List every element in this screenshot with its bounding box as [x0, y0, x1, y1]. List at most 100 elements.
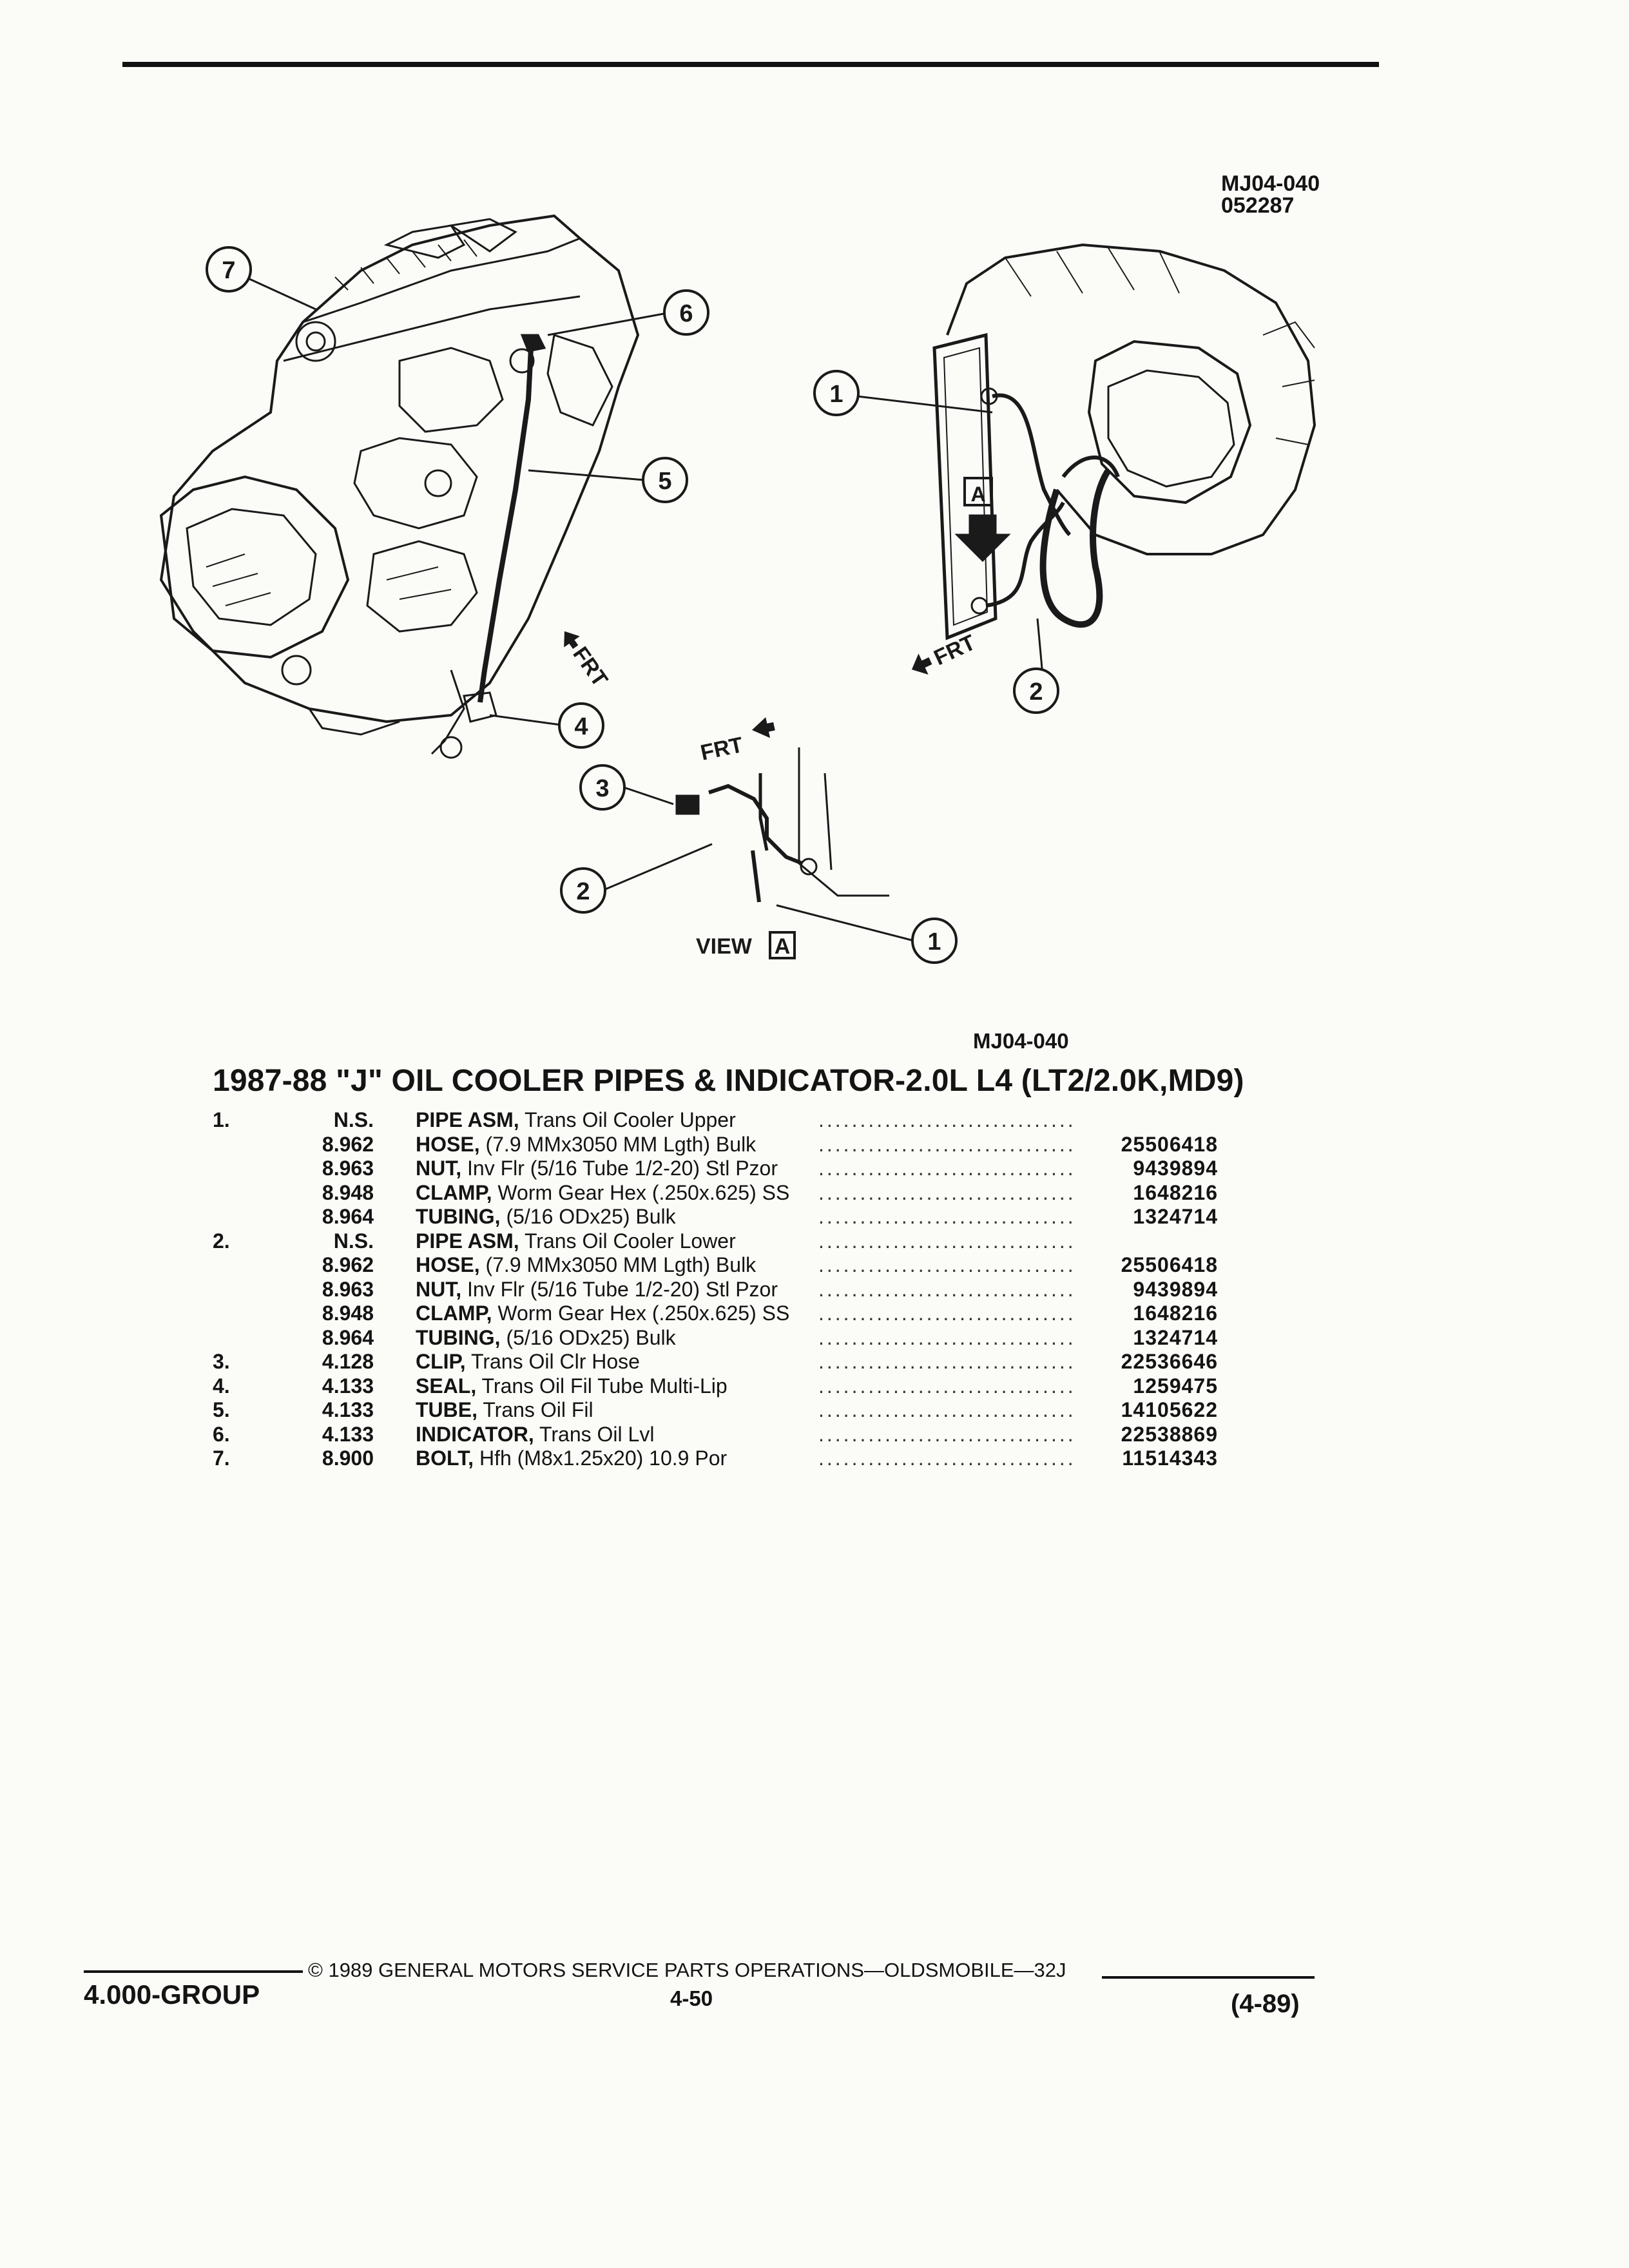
part-name: TUBING,	[416, 1205, 501, 1228]
figure-id-block: MJ04-040 052287	[1221, 173, 1320, 216]
part-name: PIPE ASM,	[416, 1108, 519, 1131]
part-detail: Inv Flr (5/16 Tube 1/2-20) Stl Pzor	[461, 1277, 778, 1301]
part-description: TUBING, (5/16 ODx25) Bulk	[416, 1326, 676, 1350]
part-name: TUBE,	[416, 1398, 477, 1421]
leader-dots: ........................................…	[818, 1205, 1076, 1228]
part-description: SEAL, Trans Oil Fil Tube Multi-Lip	[416, 1374, 728, 1398]
view-letter: A	[775, 934, 791, 959]
part-name: SEAL,	[416, 1374, 477, 1398]
item-number: 3.	[213, 1350, 230, 1373]
part-detail: Inv Flr (5/16 Tube 1/2-20) Stl Pzor	[461, 1157, 778, 1180]
callout-1-view-circle	[911, 918, 958, 964]
part-number: 25506418	[1121, 1132, 1218, 1156]
view-label: VIEW	[696, 934, 753, 959]
part-number: 1324714	[1133, 1325, 1218, 1349]
engine-illustration	[159, 214, 640, 759]
transmission-illustration	[932, 243, 1316, 640]
group-number: 8.962	[322, 1253, 374, 1276]
frt-arrow-icon	[911, 653, 932, 675]
part-number: 1648216	[1133, 1302, 1218, 1325]
parts-list: 1.N.S.PIPE ASM, Trans Oil Cooler Upper..…	[213, 1108, 1218, 1471]
frt-arrow-icon	[564, 631, 580, 649]
footer-rule-right	[1102, 1976, 1315, 1979]
part-name: CLAMP,	[416, 1302, 492, 1325]
leader-dots: ........................................…	[818, 1253, 1076, 1276]
parts-row: 8.948 CLAMP, Worm Gear Hex (.250x.625) SS…	[213, 1181, 1218, 1206]
group-number: 4.133	[322, 1422, 374, 1446]
part-number: 1648216	[1133, 1180, 1218, 1204]
callout-5-circle	[642, 457, 688, 503]
group-number: 8.963	[322, 1277, 374, 1301]
part-description: CLAMP, Worm Gear Hex (.250x.625) SS	[416, 1302, 789, 1325]
part-description: CLAMP, Worm Gear Hex (.250x.625) SS	[416, 1181, 789, 1205]
parts-row: 8.963 NUT, Inv Flr (5/16 Tube 1/2-20) Stl…	[213, 1157, 1218, 1181]
leader-dots: ........................................…	[818, 1325, 1076, 1349]
item-number: 7.	[213, 1446, 230, 1470]
group-number: 8.948	[322, 1180, 374, 1204]
part-description: HOSE, (7.9 MMx3050 MM Lgth) Bulk	[416, 1253, 756, 1277]
part-number: 9439894	[1133, 1277, 1218, 1301]
callout-1-view: 1	[927, 928, 941, 956]
part-detail: Hfh (M8x1.25x20) 10.9 Por	[474, 1446, 728, 1470]
callout-1-trans: 1	[829, 381, 843, 408]
group-number: N.S.	[333, 1108, 374, 1131]
leader-dots: ........................................…	[818, 1229, 1076, 1253]
frt-label-view: FRT	[699, 733, 746, 765]
figure-id-bottom: MJ04-040	[973, 1029, 1069, 1053]
footer-date: (4-89)	[1231, 1990, 1300, 2018]
part-name: HOSE,	[416, 1132, 480, 1156]
part-detail: Trans Oil Clr Hose	[465, 1350, 640, 1373]
parts-row: 1.N.S.PIPE ASM, Trans Oil Cooler Upper..…	[213, 1108, 1218, 1133]
part-name: HOSE,	[416, 1253, 480, 1276]
callout-7: 7	[222, 257, 235, 284]
part-number: 22536646	[1121, 1350, 1218, 1373]
group-number: 8.948	[322, 1302, 374, 1325]
group-number: 8.962	[322, 1132, 374, 1156]
part-description: BOLT, Hfh (M8x1.25x20) 10.9 Por	[416, 1446, 727, 1470]
group-number: 4.128	[322, 1350, 374, 1373]
oil-cooler-diagram: 7 6 5 4 3 2 1 1 2 FRT FRT FRT VIEW A A	[159, 214, 1316, 964]
leader-dots: ........................................…	[818, 1422, 1076, 1446]
leader-dots: ........................................…	[818, 1132, 1076, 1156]
callout-5: 5	[658, 468, 671, 495]
leader-dots: ........................................…	[818, 1374, 1076, 1398]
footer-rule-left	[84, 1970, 303, 1973]
top-rule	[122, 62, 1379, 67]
group-number: N.S.	[333, 1229, 374, 1253]
part-name: CLAMP,	[416, 1180, 492, 1204]
part-number: 1259475	[1133, 1374, 1218, 1398]
view-a-detail	[675, 747, 889, 903]
part-number: 14105622	[1121, 1398, 1218, 1421]
part-description: PIPE ASM, Trans Oil Cooler Upper	[416, 1108, 736, 1132]
figure-date: 052287	[1221, 193, 1295, 218]
part-detail: Trans Oil Fil	[477, 1398, 593, 1421]
group-number: 8.963	[322, 1157, 374, 1180]
footer-group: 4.000-GROUP	[84, 1979, 260, 2010]
footer-copyright: © 1989 GENERAL MOTORS SERVICE PARTS OPER…	[308, 1959, 1066, 1981]
frt-label-right: FRT	[930, 630, 979, 670]
callout-4-circle	[558, 702, 604, 749]
part-detail: Trans Oil Fil Tube Multi-Lip	[476, 1374, 728, 1398]
part-name: INDICATOR,	[416, 1422, 534, 1446]
part-description: NUT, Inv Flr (5/16 Tube 1/2-20) Stl Pzor	[416, 1157, 778, 1180]
part-name: BOLT,	[416, 1446, 474, 1470]
part-detail: Trans Oil Lvl	[534, 1422, 655, 1446]
frt-arrow-icon	[751, 717, 775, 738]
page-title: 1987-88 "J" OIL COOLER PIPES & INDICATOR…	[213, 1064, 1244, 1098]
callout-6: 6	[679, 300, 693, 327]
leader-dots: ........................................…	[818, 1350, 1076, 1373]
view-letter-box	[769, 931, 796, 959]
leader-dots: ........................................…	[818, 1157, 1076, 1180]
group-number: 8.964	[322, 1205, 374, 1228]
leader-dots: ........................................…	[818, 1180, 1076, 1204]
parts-row: 8.948 CLAMP, Worm Gear Hex (.250x.625) SS…	[213, 1302, 1218, 1326]
part-name: PIPE ASM,	[416, 1229, 519, 1253]
item-number: 4.	[213, 1374, 230, 1398]
part-number: 9439894	[1133, 1157, 1218, 1180]
